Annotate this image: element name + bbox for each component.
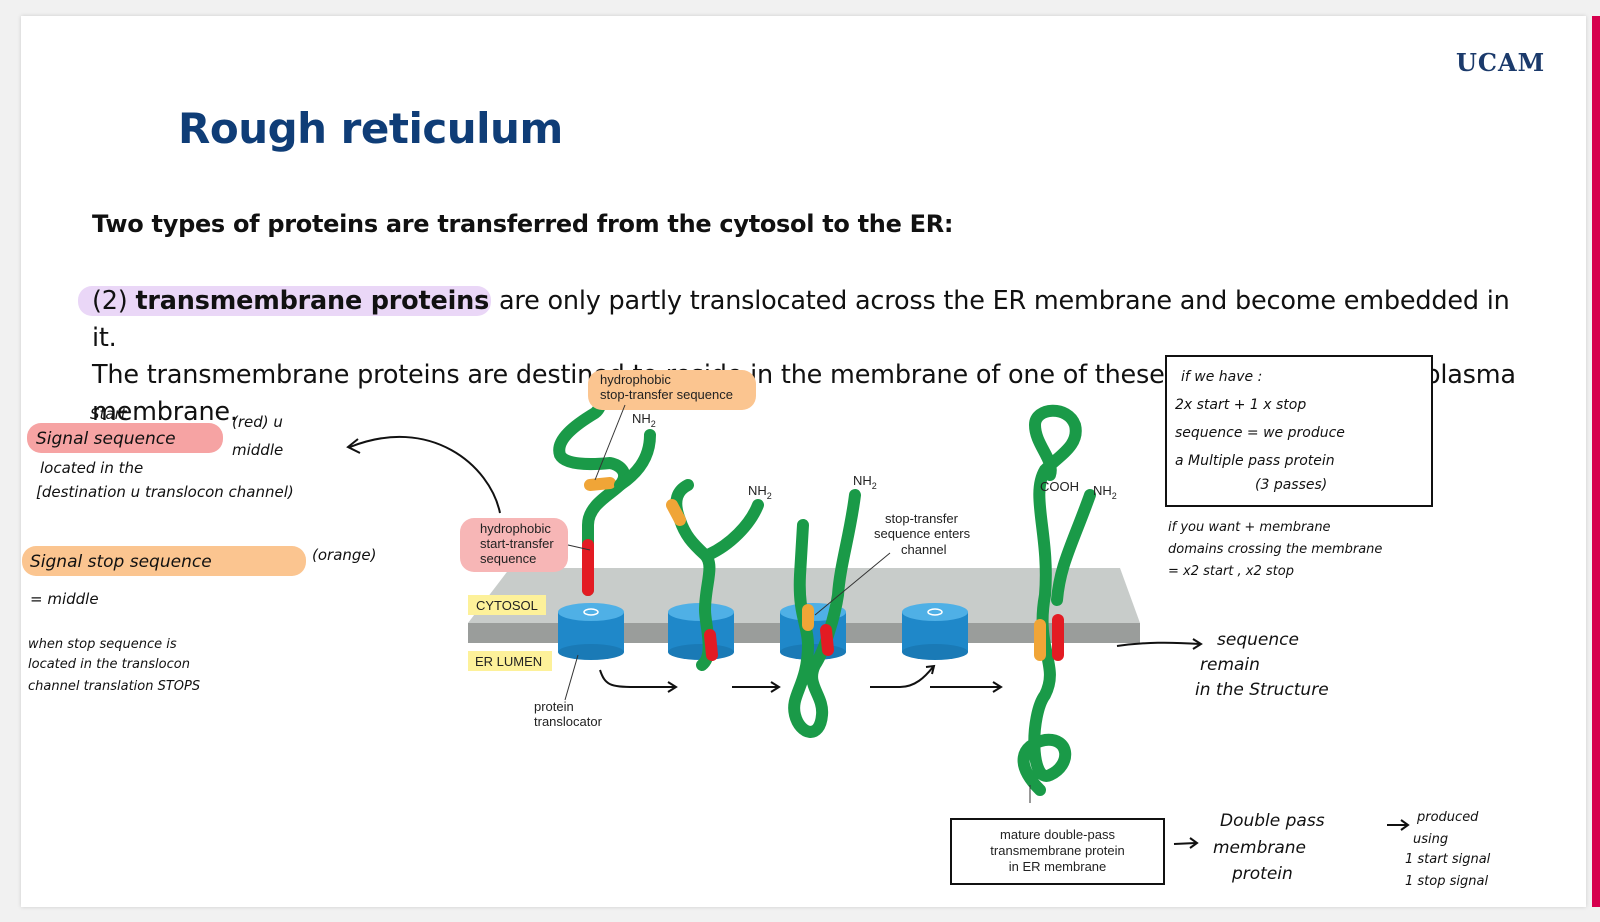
note-middle: middle bbox=[232, 441, 284, 459]
box-note-2: 2x start + 1 x stop bbox=[1175, 397, 1307, 413]
nh2-label: NH2 bbox=[748, 483, 772, 501]
protein-stage-2 bbox=[666, 479, 764, 671]
start-transfer-label-3: sequence bbox=[480, 551, 536, 566]
signal-sequence-highlight bbox=[27, 423, 223, 453]
signal-stop-highlight bbox=[22, 546, 306, 576]
double-pass-arrow bbox=[1173, 837, 1199, 849]
cooh-label: COOH bbox=[1040, 479, 1079, 494]
note-destination: [destination u translocon channel) bbox=[36, 483, 294, 501]
paragraph-line1: are only partly translocated across the … bbox=[92, 286, 1510, 353]
paragraph-number: (2) bbox=[92, 286, 128, 316]
curved-arrow bbox=[346, 435, 501, 514]
cytosol-label-bg bbox=[468, 595, 546, 615]
translocator-label-1: protein bbox=[534, 699, 574, 714]
note-want-2: domains crossing the membrane bbox=[1168, 542, 1383, 557]
cytosol-label: CYTOSOL bbox=[476, 598, 538, 613]
note-orange: (orange) bbox=[312, 546, 377, 564]
nh2-label: NH2 bbox=[1093, 483, 1117, 501]
stop-channel-label-1: stop-transfer bbox=[885, 511, 959, 526]
box-note-5: (3 passes) bbox=[1255, 477, 1328, 493]
stop-transfer-label-bg bbox=[588, 370, 756, 410]
ucam-logo: UCAM bbox=[1456, 48, 1546, 77]
note-signal-stop: Signal stop sequence bbox=[30, 552, 212, 572]
box-note-3: sequence = we produce bbox=[1175, 425, 1345, 441]
note-seq-1: sequence bbox=[1217, 630, 1299, 650]
note-red-u: (red) u bbox=[232, 413, 283, 431]
slide-edge-accent bbox=[1592, 16, 1600, 907]
mature-label-1: mature double-pass bbox=[1000, 827, 1115, 842]
translocator-channel bbox=[558, 603, 624, 660]
note-want-3: = x2 start , x2 stop bbox=[1168, 564, 1294, 579]
leader-lines bbox=[564, 404, 1031, 803]
mature-protein-box: mature double-pass transmembrane protein… bbox=[950, 818, 1165, 885]
note-dp-3: protein bbox=[1232, 864, 1293, 884]
note-seq-3: in the Structure bbox=[1195, 680, 1329, 700]
note-located: located in the bbox=[40, 459, 144, 477]
note-when-stop: when stop sequence is bbox=[28, 637, 177, 652]
multipass-note-box: if we have : 2x start + 1 x stop sequenc… bbox=[1165, 355, 1433, 507]
note-dp-1: Double pass bbox=[1220, 811, 1325, 831]
note-prod-3: 1 start signal bbox=[1405, 852, 1491, 867]
mature-label-2: transmembrane protein bbox=[990, 843, 1125, 858]
stop-transfer-label-2: stop-transfer sequence bbox=[600, 387, 733, 402]
nh2-label: NH2 bbox=[632, 411, 656, 429]
note-eq-middle: = middle bbox=[30, 590, 99, 608]
slide-subtitle: Two types of proteins are transferred fr… bbox=[92, 210, 954, 238]
start-transfer-label-bg bbox=[460, 518, 568, 572]
protein-stage-4 bbox=[1017, 404, 1096, 796]
note-want-1: if you want + membrane bbox=[1168, 520, 1331, 535]
box-note-4: a Multiple pass protein bbox=[1175, 453, 1335, 469]
note-located-translocon: located in the translocon bbox=[28, 657, 190, 672]
note-start: Start bbox=[90, 405, 127, 423]
note-prod-2: using bbox=[1413, 832, 1449, 847]
note-prod-4: 1 stop signal bbox=[1405, 874, 1489, 889]
start-transfer-label-2: start-transfer bbox=[480, 536, 554, 551]
produced-arrow bbox=[1387, 819, 1410, 831]
protein-stage-1 bbox=[553, 379, 656, 596]
stop-channel-label-2: sequence enters bbox=[874, 526, 971, 541]
process-arrows bbox=[599, 664, 1003, 693]
stop-transfer-label-1: hydrophobic bbox=[600, 372, 671, 387]
mature-label-3: in ER membrane bbox=[1008, 859, 1107, 874]
note-prod-1: produced bbox=[1417, 810, 1479, 825]
transmembrane-protein-diagram: hydrophobic stop-transfer sequence hydro… bbox=[460, 370, 1140, 803]
translocator-label-2: translocator bbox=[534, 714, 603, 729]
box-note-1: if we have : bbox=[1181, 369, 1263, 385]
er-lumen-label-bg bbox=[468, 651, 552, 671]
nh2-label: NH2 bbox=[853, 473, 877, 491]
er-lumen-label: ER LUMEN bbox=[475, 654, 542, 669]
note-seq-2: remain bbox=[1200, 655, 1260, 675]
highlighted-term: (2) transmembrane proteins bbox=[78, 286, 492, 316]
protein-stage-3 bbox=[788, 489, 861, 738]
sequence-arrow bbox=[1116, 638, 1203, 650]
note-dp-2: membrane bbox=[1213, 838, 1307, 858]
note-channel-stops: channel translation STOPS bbox=[28, 679, 201, 694]
translocator-channel bbox=[902, 603, 968, 660]
note-signal-sequence: Signal sequence bbox=[36, 429, 176, 449]
start-transfer-label-1: hydrophobic bbox=[480, 521, 551, 536]
paragraph-term: transmembrane proteins bbox=[135, 286, 490, 316]
stop-channel-label-3: channel bbox=[901, 542, 947, 557]
slide-title: Rough reticulum bbox=[178, 104, 563, 153]
